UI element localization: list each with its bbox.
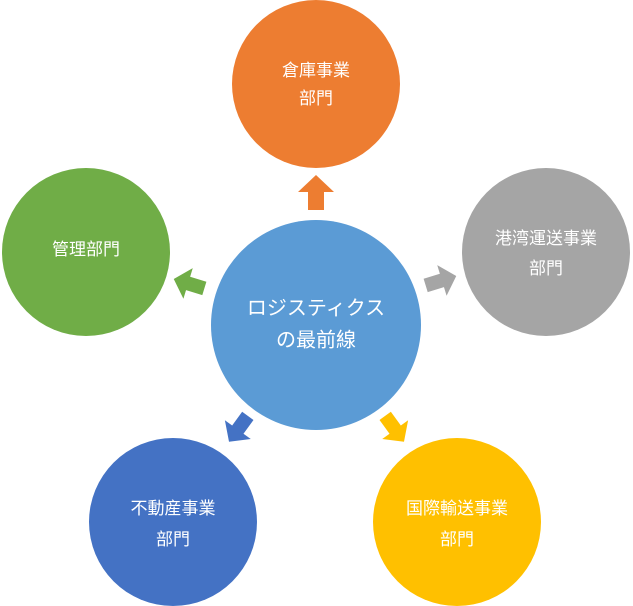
arrow-to-port-shape bbox=[423, 265, 457, 296]
node-real-estate-label-line2: 部門 bbox=[156, 530, 190, 550]
arrow-to-warehouse-shape bbox=[298, 175, 334, 210]
center-node: ロジスティクス の最前線 bbox=[211, 220, 421, 430]
arrow-to-port bbox=[423, 265, 457, 296]
node-warehouse-label-line2: 部門 bbox=[299, 89, 333, 109]
node-warehouse-circle bbox=[232, 0, 400, 168]
node-real-estate: 不動産事業 部門 bbox=[89, 438, 257, 606]
arrow-to-warehouse bbox=[298, 175, 334, 210]
node-international-transport-label-line1: 国際輸送事業 bbox=[406, 499, 508, 519]
node-port-transport-label-line1: 港湾運送事業 bbox=[495, 229, 597, 249]
node-port-transport-circle bbox=[462, 168, 630, 336]
arrow-to-admin-shape bbox=[173, 268, 207, 299]
arrow-to-international-shape bbox=[379, 411, 409, 442]
node-warehouse: 倉庫事業 部門 bbox=[232, 0, 400, 168]
arrow-to-realestate bbox=[224, 411, 254, 442]
arrow-to-international bbox=[379, 411, 409, 442]
node-administration: 管理部門 bbox=[2, 168, 170, 336]
node-international-transport-label-line2: 部門 bbox=[440, 530, 474, 550]
node-international-transport-circle bbox=[373, 438, 541, 606]
node-international-transport: 国際輸送事業 部門 bbox=[373, 438, 541, 606]
node-port-transport-label-line2: 部門 bbox=[529, 259, 563, 279]
node-real-estate-circle bbox=[89, 438, 257, 606]
node-administration-label-line1: 管理部門 bbox=[52, 240, 120, 260]
center-node-label-line1: ロジスティクス bbox=[247, 296, 385, 320]
center-node-label-line2: の最前線 bbox=[276, 328, 356, 352]
center-node-circle bbox=[211, 220, 421, 430]
node-real-estate-label-line1: 不動産事業 bbox=[131, 499, 216, 519]
arrow-to-admin bbox=[173, 268, 207, 299]
node-warehouse-label-line1: 倉庫事業 bbox=[282, 61, 350, 81]
node-administration-circle bbox=[2, 168, 170, 336]
arrow-to-realestate-shape bbox=[224, 411, 254, 442]
node-port-transport: 港湾運送事業 部門 bbox=[462, 168, 630, 336]
